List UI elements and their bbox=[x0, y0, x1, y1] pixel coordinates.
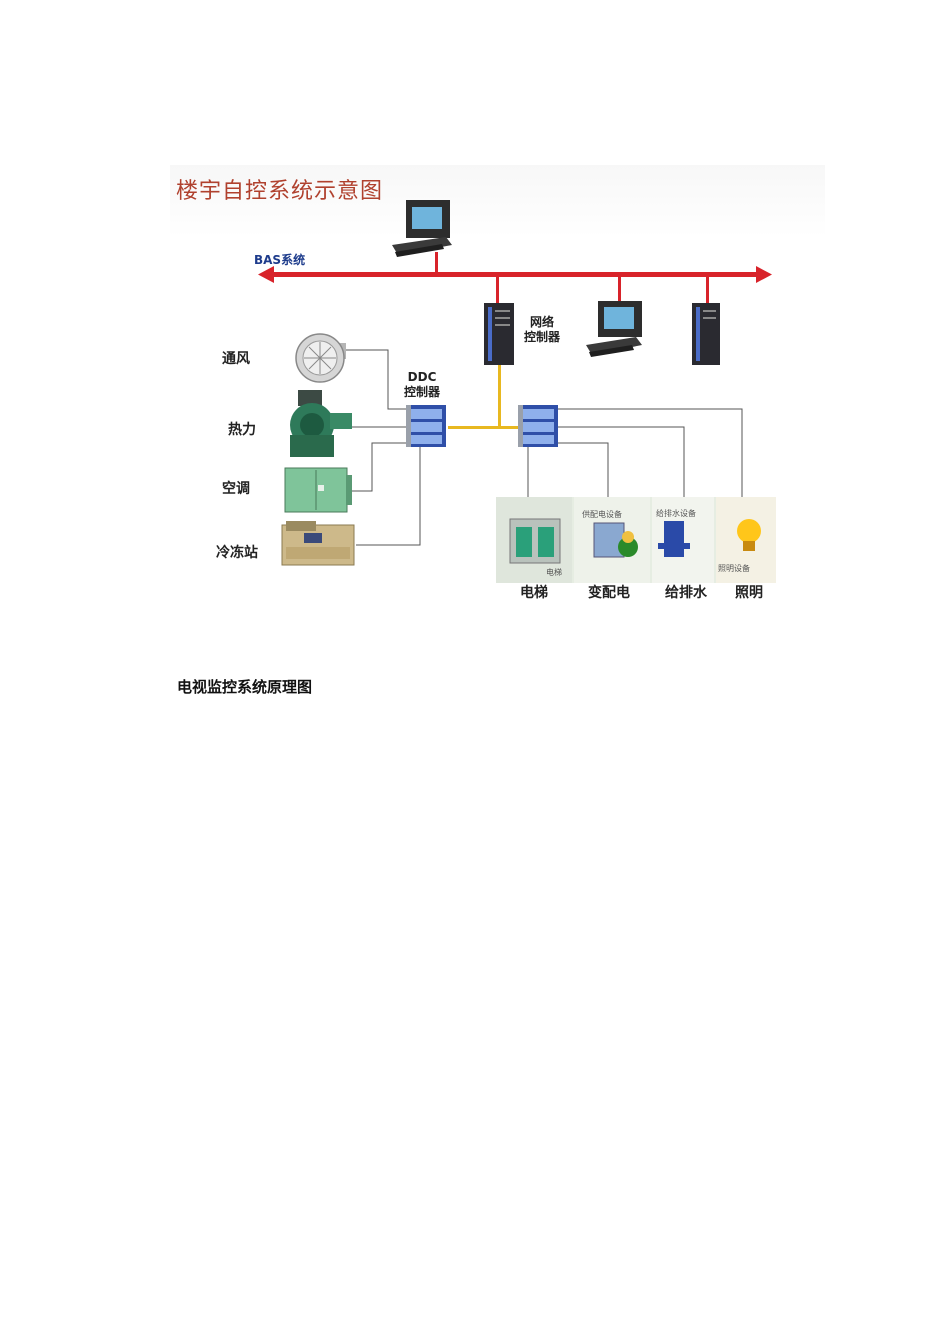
label-heating: 热力 bbox=[228, 422, 256, 438]
top-workstation-icon bbox=[392, 200, 452, 274]
label-lighting: 照明 bbox=[735, 585, 763, 601]
diagram-graphics bbox=[258, 200, 776, 583]
network-controller-label: 网络 控制器 bbox=[524, 315, 560, 345]
air-conditioner-icon bbox=[284, 467, 352, 513]
right-equipment-wiring bbox=[527, 408, 743, 497]
ddc-controller-label: DDC 控制器 bbox=[404, 370, 440, 400]
label-chiller-plant: 冷冻站 bbox=[216, 545, 258, 561]
ddc-controller-label-line2: 控制器 bbox=[404, 385, 441, 399]
second-workstation-icon bbox=[586, 277, 642, 357]
bas-bus-label: BAS系统 bbox=[254, 253, 306, 267]
label-air-conditioning: 空调 bbox=[222, 481, 250, 497]
chiller-plant-icon bbox=[281, 521, 355, 566]
ddc-controller-label-line1: DDC bbox=[407, 370, 437, 384]
panel-tiny-label-lighting: 照明设备 bbox=[718, 564, 750, 573]
panel-tiny-label-water: 给排水设备 bbox=[656, 509, 696, 518]
field-bus bbox=[448, 365, 518, 429]
left-equipment-wiring bbox=[346, 349, 421, 546]
network-controller-cabinet-icon bbox=[484, 277, 514, 365]
label-elevator: 电梯 bbox=[520, 585, 548, 601]
ddc-controller-left-icon bbox=[406, 405, 446, 447]
diagram-header-band bbox=[170, 165, 825, 237]
server-cabinet-icon bbox=[692, 277, 720, 365]
network-controller-label-line1: 网络 bbox=[530, 315, 555, 329]
diagram-title: 楼宇自控系统示意图 bbox=[176, 179, 384, 204]
label-power-distribution: 变配电 bbox=[588, 585, 630, 601]
label-water-supply-drainage: 给排水 bbox=[665, 585, 707, 601]
panel-tiny-label-power: 供配电设备 bbox=[582, 510, 622, 519]
section-caption: 电视监控系统原理图 bbox=[177, 678, 313, 696]
heating-boiler-icon bbox=[290, 390, 352, 457]
label-ventilation: 通风 bbox=[222, 351, 250, 367]
ventilation-fan-icon bbox=[295, 333, 346, 383]
bas-diagram: 楼宇自控系统示意图 bbox=[170, 165, 825, 610]
bas-bus bbox=[258, 266, 772, 283]
network-controller-label-line2: 控制器 bbox=[524, 330, 561, 344]
right-equipment-panel bbox=[496, 497, 776, 583]
panel-tiny-label-elevator: 电梯 bbox=[546, 568, 562, 577]
ddc-controller-right-icon bbox=[518, 405, 558, 447]
